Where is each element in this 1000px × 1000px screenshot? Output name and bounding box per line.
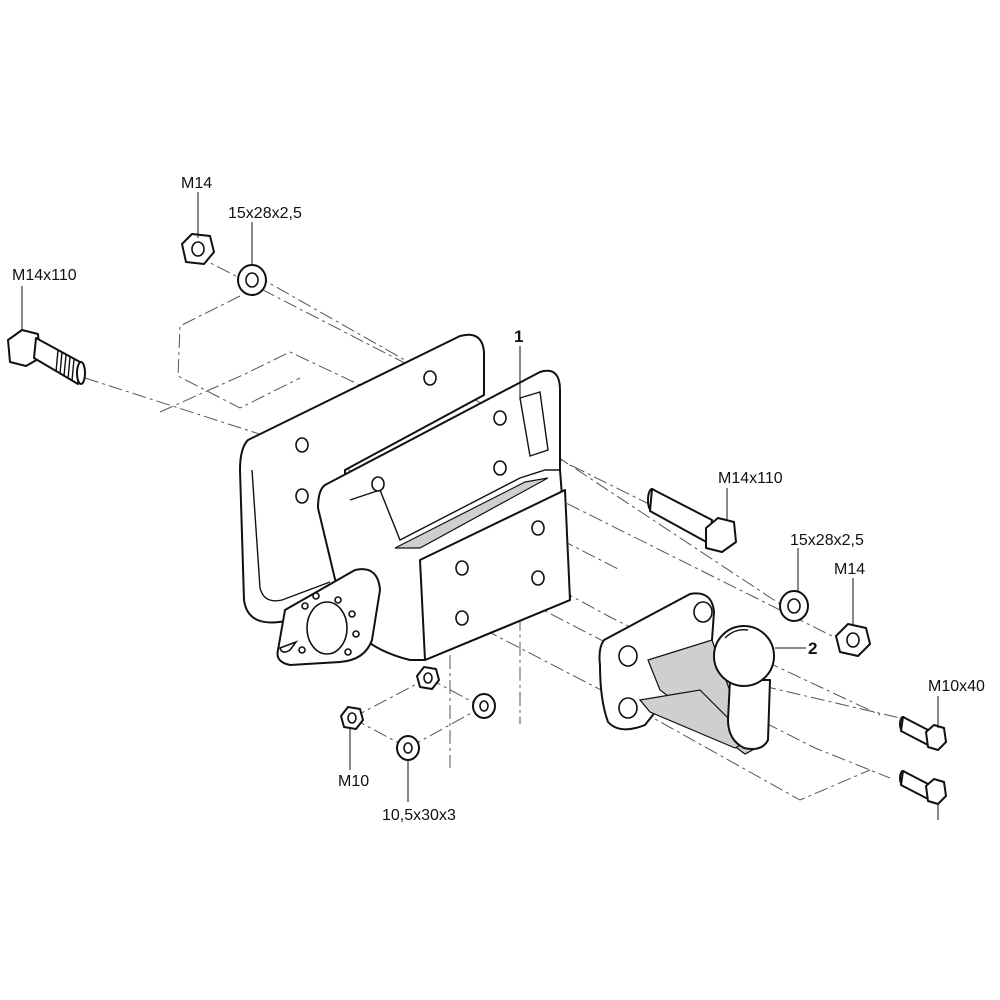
nut-m14-top — [181, 233, 215, 265]
label-washer-top: 15x28x2,5 — [228, 205, 302, 222]
nut-m10-lower — [340, 706, 364, 730]
bolt-m10x40-lower — [899, 770, 947, 805]
washer-10-lower — [396, 735, 420, 761]
tow-ball-part-2 — [598, 592, 775, 755]
label-part-1: 1 — [514, 327, 523, 346]
bolt-m14x110-right — [647, 488, 737, 553]
label-nut-m14-right: M14 — [834, 561, 865, 578]
label-bolt-m14x110-left: M14x110 — [12, 267, 77, 284]
leader-lines — [21, 192, 939, 820]
washer-10-upper — [472, 693, 496, 719]
nut-m14-right — [835, 623, 871, 657]
label-washer-bottom: 10,5x30x3 — [382, 807, 456, 824]
part-labels: M14x110 M14 15x28x2,5 1 M14x110 15x28x2,… — [12, 175, 985, 824]
label-nut-m14-top: M14 — [181, 175, 212, 192]
bracket-part-1 — [239, 333, 571, 666]
label-part-2: 2 — [808, 639, 817, 658]
bolt-m14x110-left — [7, 329, 86, 385]
label-washer-right: 15x28x2,5 — [790, 532, 864, 549]
washer-15x28-top — [237, 264, 267, 296]
label-nut-m10: M10 — [338, 773, 369, 790]
bolt-m10x40-upper — [899, 716, 947, 751]
label-bolt-m14x110-right: M14x110 — [718, 470, 783, 487]
nut-m10-upper — [416, 666, 440, 690]
label-bolt-m10x40: M10x40 — [928, 678, 985, 695]
washer-15x28-right — [779, 590, 809, 622]
